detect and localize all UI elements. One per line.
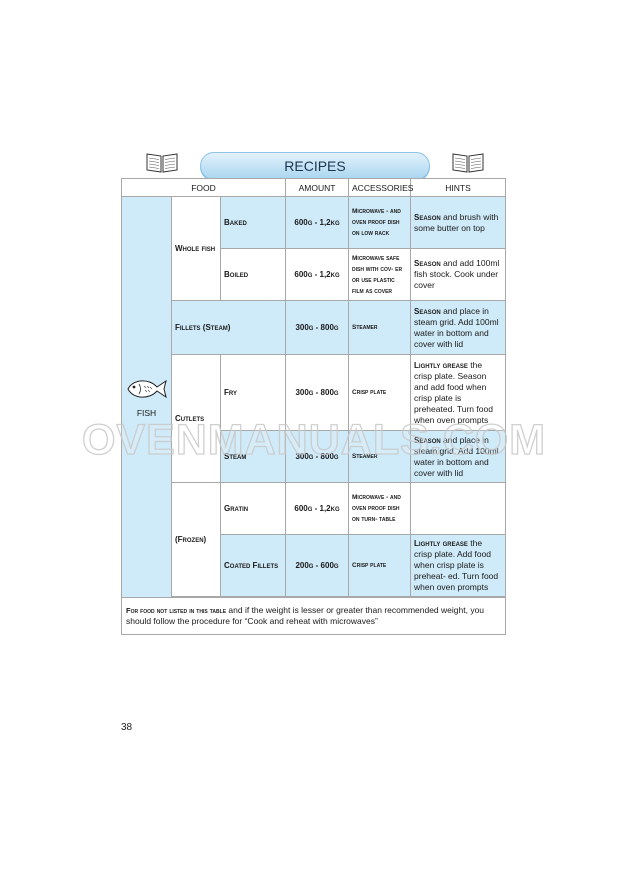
item-name: Boiled — [219, 248, 287, 301]
hint-text: and add 100ml fish stock. Cook under cov… — [414, 258, 500, 290]
item-name: Coated Fillets — [219, 534, 287, 597]
amount-cell: 300g - 800g — [285, 354, 350, 431]
page-title: RECIPES — [200, 152, 430, 180]
table-row: (Frozen) Gratin 600g - 1,2kg Microwave -… — [122, 482, 507, 597]
item-name: Steam — [219, 430, 287, 483]
hints-cell: Season and place in steam grid. Add 100m… — [410, 300, 507, 355]
footnote-lead: For food not listed in this table — [126, 606, 227, 615]
accessories-cell: Steamer — [348, 300, 412, 355]
group-fillets: Fillets (Steam) — [170, 300, 287, 355]
hint-text: the crisp plate. Season and add food whe… — [414, 359, 493, 425]
table-row: Coated Fillets 200g - 600g Crisp plate L… — [122, 534, 507, 597]
page-number: 38 — [121, 722, 133, 733]
hints-cell: Season and brush with some butter on top — [410, 196, 507, 249]
amount-cell: 600g - 1,2kg — [285, 196, 350, 249]
header-amount: AMOUNT — [285, 178, 350, 197]
accessories-cell: Crisp plate — [348, 534, 412, 597]
hints-cell: Lightly grease the crisp plate. Season a… — [410, 354, 507, 431]
category-cell: FISH — [121, 196, 172, 598]
amount-cell: 200g - 600g — [285, 534, 350, 597]
hints-cell: Season and add 100ml fish stock. Cook un… — [410, 248, 507, 301]
hint-text: the crisp plate. Add food when crisp pla… — [414, 538, 499, 592]
hints-cell — [410, 482, 507, 535]
header-food: FOOD — [120, 178, 287, 197]
group-whole-fish: Whole fish — [171, 196, 221, 301]
watermark: OVENMANUALS.COM — [81, 415, 547, 464]
table-row: Cutlets Fry 300g - 800g Crisp plate Ligh… — [122, 354, 507, 483]
item-name: Gratin — [219, 482, 287, 535]
amount-cell: 600g - 1,2kg — [285, 482, 350, 535]
accessories-cell: Microwave - and oven proof dish on low r… — [348, 196, 412, 249]
table-row: FISH Whole fish Baked 600g - 1,2kg Micro… — [121, 196, 507, 598]
footnote-text: and if the weight is lesser or greater t… — [126, 605, 485, 626]
header-accessories: ACCESSORIES — [348, 178, 413, 197]
hints-cell: Season and place in steam grid. Add 100m… — [410, 430, 507, 483]
footnote-row: For food not listed in this table and if… — [120, 597, 507, 635]
hint-lead: Season — [414, 306, 441, 316]
hint-lead: Lightly grease — [414, 360, 468, 370]
hint-text: and place in steam grid. Add 100ml water… — [414, 434, 499, 478]
amount-cell: 300g - 800g — [285, 300, 350, 355]
accessories-cell: Crisp plate — [348, 354, 412, 431]
amount-cell: 600g - 1,2kg — [285, 248, 350, 301]
hint-lead: Lightly grease — [414, 539, 468, 548]
hints-cell: Lightly grease the crisp plate. Add food… — [410, 534, 507, 597]
hint-lead: Season — [414, 435, 441, 445]
category-label: FISH — [136, 408, 157, 418]
hint-lead: Season — [414, 259, 441, 268]
amount-cell: 300g - 800g — [285, 430, 350, 483]
table-header-row: FOOD AMOUNT ACCESSORIES HINTS — [120, 178, 507, 197]
header-hints: HINTS — [410, 178, 507, 197]
recipes-table: FOOD AMOUNT ACCESSORIES HINTS FISH Whole… — [120, 178, 507, 635]
fish-icon — [127, 379, 167, 399]
accessories-cell: Microwave safe dish with cov- er or use … — [348, 248, 412, 301]
group-frozen: (Frozen) — [171, 482, 221, 597]
hint-text: and brush with some butter on top — [414, 211, 499, 233]
open-book-icon — [452, 153, 484, 173]
table-row: Fillets (Steam) 300g - 800g Steamer Seas… — [122, 300, 507, 355]
accessories-cell: Microwave - and oven proof dish on turn-… — [348, 482, 412, 535]
footnote: For food not listed in this table and if… — [120, 597, 507, 635]
hint-text: and place in steam grid. Add 100ml water… — [414, 305, 499, 349]
table-row: Steam 300g - 800g Steamer Season and pla… — [122, 430, 507, 483]
hint-lead: Season — [414, 212, 441, 222]
accessories-cell: Steamer — [348, 430, 412, 483]
item-name: Fry — [219, 354, 287, 431]
item-name: Baked — [219, 196, 287, 249]
open-book-icon — [146, 153, 178, 173]
